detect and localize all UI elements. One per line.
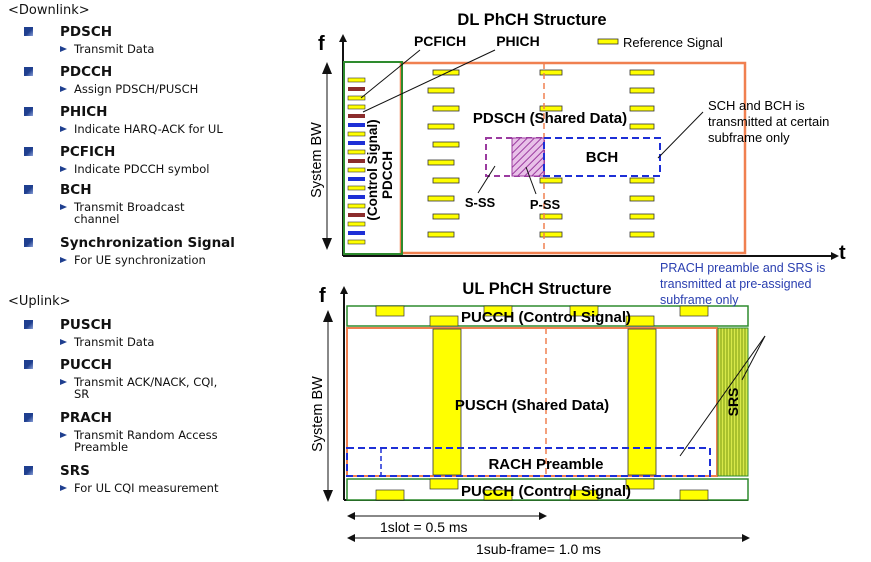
channel-desc: Assign PDSCH/PUSCH <box>60 83 198 95</box>
arrow-bullet-icon <box>60 257 67 263</box>
srs-region <box>717 327 749 477</box>
channel-name: PCFICH <box>60 144 116 160</box>
bullet-icon <box>24 107 33 116</box>
bullet-icon <box>24 466 33 475</box>
arrow-bullet-icon <box>60 485 67 491</box>
reference-signals <box>427 69 655 238</box>
dl-bw-label: System BW <box>309 122 325 198</box>
channel-name: PUSCH <box>60 317 112 333</box>
rach-label: RACH Preamble <box>488 456 603 473</box>
ul-note-line1: PRACH preamble and SRS is <box>660 261 825 275</box>
arrow-bullet-icon <box>60 166 67 172</box>
arrow-bullet-icon <box>60 86 67 92</box>
ul-note-pointer-srs <box>741 335 766 381</box>
channel-name: PDSCH <box>60 24 113 40</box>
rach-preamble-region <box>346 447 711 477</box>
ul-note-line2: transmitted at pre-assigned <box>660 277 812 291</box>
channel-name: PUCCH <box>60 357 112 373</box>
dl-f-label: f <box>318 33 325 55</box>
ul-note-line3: subframe only <box>660 293 739 307</box>
phich-pointer <box>362 49 496 113</box>
bullet-icon <box>24 67 33 76</box>
bullet-icon <box>24 360 33 369</box>
bullet-icon <box>24 238 33 247</box>
dl-note-line3: subframe only <box>708 130 790 145</box>
pusch-label: PUSCH (Shared Data) <box>455 397 609 414</box>
channel-name: PDCCH <box>60 64 113 80</box>
ul-bw-label: System BW <box>310 376 326 452</box>
channel-desc: Transmit Data <box>60 336 154 348</box>
channel-desc: Transmit ACK/NACK, CQI,SR <box>60 376 217 400</box>
s-ss-label: S-SS <box>465 195 496 210</box>
phich-label: PHICH <box>496 33 540 49</box>
arrow-bullet-icon <box>60 126 67 132</box>
bullet-icon <box>24 27 33 36</box>
dl-note-pointer <box>657 111 704 159</box>
bch-label: BCH <box>586 149 619 166</box>
channel-desc: Indicate HARQ-ACK for UL <box>60 123 223 135</box>
channel-name: PRACH <box>60 410 112 426</box>
bch-region <box>543 137 661 177</box>
arrow-bullet-icon <box>60 432 67 438</box>
ul-f-label: f <box>319 285 326 307</box>
channel-name: BCH <box>60 182 92 198</box>
downlink-heading: <Downlink> <box>8 3 90 18</box>
p-ss-label: P-SS <box>530 197 561 212</box>
s-ss-pointer <box>477 165 496 194</box>
srs-label: SRS <box>725 388 741 417</box>
channel-desc: Transmit Data <box>60 43 154 55</box>
control-signal-label: (Control Signal) <box>365 119 380 220</box>
pucch-bottom-label: PUCCH (Control Signal) <box>461 483 631 500</box>
slot-duration-label: 1slot = 0.5 ms <box>380 519 468 535</box>
dl-note-line1: SCH and BCH is <box>708 98 805 113</box>
p-ss-pointer <box>525 166 537 195</box>
dl-title: DL PhCH Structure <box>457 11 606 29</box>
arrow-bullet-icon <box>60 46 67 52</box>
arrow-bullet-icon <box>60 339 67 345</box>
bullet-icon <box>24 413 33 422</box>
p-ss-region <box>511 137 545 177</box>
dl-note-line2: transmitted at certain <box>708 114 829 129</box>
channel-desc: For UE synchronization <box>60 254 206 266</box>
pcfich-pointer <box>360 49 421 99</box>
ul-title: UL PhCH Structure <box>462 280 611 298</box>
channel-desc: For UL CQI measurement <box>60 482 218 494</box>
dl-phch-diagram: DL PhCH Structure f t System BW <box>309 11 846 264</box>
channel-name: PHICH <box>60 104 108 120</box>
arrow-bullet-icon <box>60 379 67 385</box>
pdcch-region <box>343 61 403 255</box>
channel-name: SRS <box>60 463 90 479</box>
channel-name: Synchronization Signal <box>60 235 235 251</box>
pucch-top-label: PUCCH (Control Signal) <box>461 309 631 326</box>
channel-list-panel: <Downlink> PDSCH Transmit Data PDCCH Ass… <box>0 0 300 562</box>
dl-t-label: t <box>839 242 846 264</box>
ul-phch-diagram: UL PhCH Structure f System BW PUCCH (Con… <box>310 261 825 557</box>
bullet-icon <box>24 147 33 156</box>
bullet-icon <box>24 320 33 329</box>
pdcch-label: PDCCH <box>380 151 395 199</box>
pdsch-label: PDSCH (Shared Data) <box>473 110 627 127</box>
bullet-icon <box>24 185 33 194</box>
ul-rs-column <box>627 328 657 476</box>
control-region-stripes <box>347 77 366 245</box>
arrow-bullet-icon <box>60 204 67 210</box>
subframe-duration-label: 1sub-frame= 1.0 ms <box>476 541 601 557</box>
legend-label: Reference Signal <box>623 35 723 50</box>
pcfich-label: PCFICH <box>414 33 466 49</box>
uplink-heading: <Uplink> <box>8 294 71 309</box>
ul-rs-column <box>432 328 462 476</box>
legend-swatch <box>597 38 619 45</box>
channel-desc: Indicate PDCCH symbol <box>60 163 209 175</box>
ul-note-pointer-rach <box>679 335 766 457</box>
